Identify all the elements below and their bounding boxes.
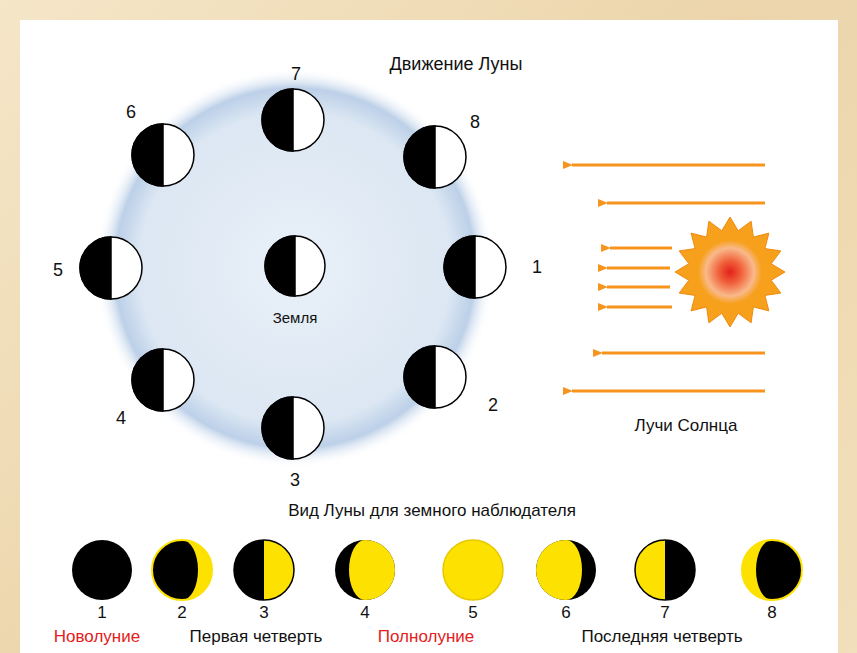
phase-5 bbox=[443, 540, 503, 600]
phase-name: Последняя четверть bbox=[581, 627, 742, 647]
phase-7 bbox=[635, 540, 695, 600]
phase-name: Первая четверть bbox=[190, 627, 323, 647]
phase-1 bbox=[72, 540, 132, 600]
phase-4 bbox=[335, 540, 395, 600]
sun bbox=[675, 217, 785, 327]
sun-rays bbox=[572, 165, 765, 391]
phase-number: 2 bbox=[177, 603, 186, 623]
moon-7 bbox=[262, 89, 324, 151]
callout-number: 6 bbox=[126, 102, 136, 123]
orbit-glow bbox=[95, 68, 495, 468]
moon-2 bbox=[404, 346, 466, 408]
earth bbox=[265, 236, 325, 296]
phase-number: 3 bbox=[259, 603, 268, 623]
orbit-moons bbox=[80, 89, 506, 459]
phase-number: 8 bbox=[767, 603, 776, 623]
row-heading: Вид Луны для земного наблюдателя bbox=[288, 501, 576, 521]
phase-name: Новолуние bbox=[54, 627, 140, 647]
phase-number: 6 bbox=[561, 603, 570, 623]
moon-1 bbox=[444, 236, 506, 298]
phase-2 bbox=[152, 540, 212, 600]
moon-5 bbox=[80, 237, 142, 299]
callout-number: 4 bbox=[116, 408, 126, 429]
moon-3 bbox=[262, 397, 324, 459]
phase-6 bbox=[536, 540, 596, 600]
phase-number: 7 bbox=[660, 603, 669, 623]
moon-6 bbox=[132, 124, 194, 186]
callout-number: 1 bbox=[532, 257, 542, 278]
earth-label: Земля bbox=[273, 309, 318, 326]
moon-8 bbox=[404, 126, 466, 188]
diagram-title: Движение Луны bbox=[390, 54, 523, 75]
phase-number: 1 bbox=[97, 603, 106, 623]
rays-label: Лучи Солнца bbox=[635, 416, 738, 436]
phase-name: Полнолуние bbox=[378, 627, 474, 647]
callout-number: 7 bbox=[291, 64, 301, 85]
phase-number: 4 bbox=[360, 603, 369, 623]
callout-number: 5 bbox=[53, 260, 63, 281]
callout-number: 2 bbox=[488, 395, 498, 416]
callout-number: 8 bbox=[470, 112, 480, 133]
phase-3 bbox=[234, 540, 294, 600]
phase-number: 5 bbox=[468, 603, 477, 623]
moon-4 bbox=[132, 349, 194, 411]
observed-phases bbox=[72, 540, 802, 600]
phase-8 bbox=[742, 540, 802, 600]
callout-number: 3 bbox=[290, 470, 300, 491]
